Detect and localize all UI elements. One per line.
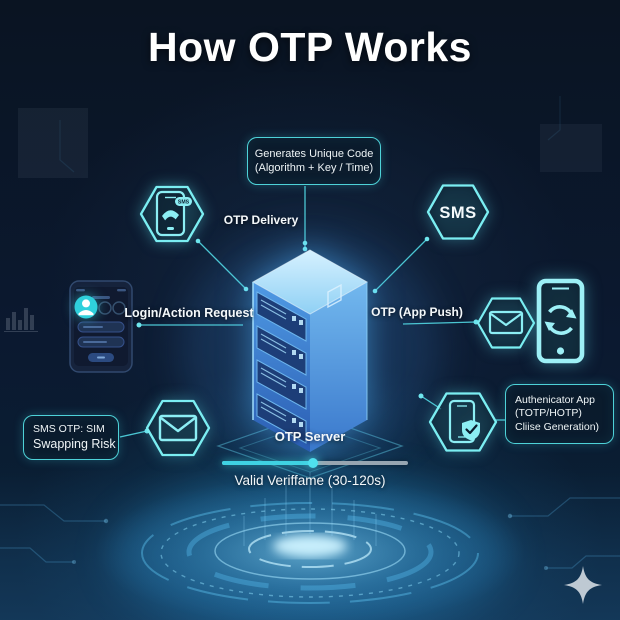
- generates-code-line1: Generates Unique Code: [254, 147, 374, 160]
- envelope-hexagon-left: [145, 399, 211, 457]
- envelope-icon: [488, 310, 524, 335]
- otp-server-illustration: [251, 249, 369, 452]
- authenticator-box: Authenicator App (TOTP/HOTP) Cliise Gene…: [505, 384, 614, 444]
- connection-lines: [119, 186, 506, 438]
- circuit-traces: [0, 96, 620, 570]
- user-avatar-icon: [74, 295, 98, 319]
- page-title: How OTP Works: [148, 24, 472, 70]
- otp-delivery-label: OTP Delivery: [223, 213, 299, 227]
- sparkle-icon: [564, 566, 602, 604]
- envelope-hexagon-right: [476, 297, 536, 349]
- authenticator-line2: (TOTP/HOTP): [515, 407, 582, 420]
- generates-code-box: Generates Unique Code (Algorithm + Key /…: [247, 137, 381, 185]
- bar-chart-decor: [4, 308, 38, 332]
- otp-server-label: OTP Server: [274, 429, 346, 444]
- sync-phone-icon: [536, 278, 585, 364]
- envelope-icon: [158, 414, 198, 442]
- sms-risk-box: SMS OTP: SIM Swapping Risk: [23, 415, 119, 460]
- otp-app-push-label: OTP (App Push): [371, 305, 463, 319]
- authenticator-line3: Cliise Generation): [515, 420, 600, 433]
- smartphone-sms-icon: SMS: [139, 185, 205, 243]
- authenticator-line1: Authenicator App: [515, 393, 595, 406]
- sms-hexagon-icon: SMS: [426, 184, 490, 240]
- validity-progress-fill: [222, 461, 314, 465]
- generates-code-line2: (Algorithm + Key / Time): [254, 162, 374, 174]
- server-base-outline: [216, 413, 404, 479]
- pixel-blocks-top-left: [18, 108, 88, 178]
- hologram-platform: [95, 472, 525, 620]
- shield-check-phone-icon: [428, 392, 498, 452]
- pixel-blocks-top-right: [540, 124, 602, 172]
- sms-bubble-label: SMS: [178, 200, 190, 206]
- connection-dots: [136, 236, 479, 434]
- login-phone-mockup: [69, 280, 133, 373]
- validity-label: Valid Veriffame (30-120s): [234, 473, 386, 488]
- sms-hexagon-label: SMS: [439, 204, 476, 222]
- validity-progress-bar: [222, 458, 408, 468]
- sms-risk-line1: SMS OTP: SIM: [33, 422, 105, 435]
- login-request-label: Login/Action Request: [124, 306, 254, 320]
- validity-progress-knob: [308, 458, 319, 468]
- sms-risk-line2: Swapping Risk: [33, 437, 116, 452]
